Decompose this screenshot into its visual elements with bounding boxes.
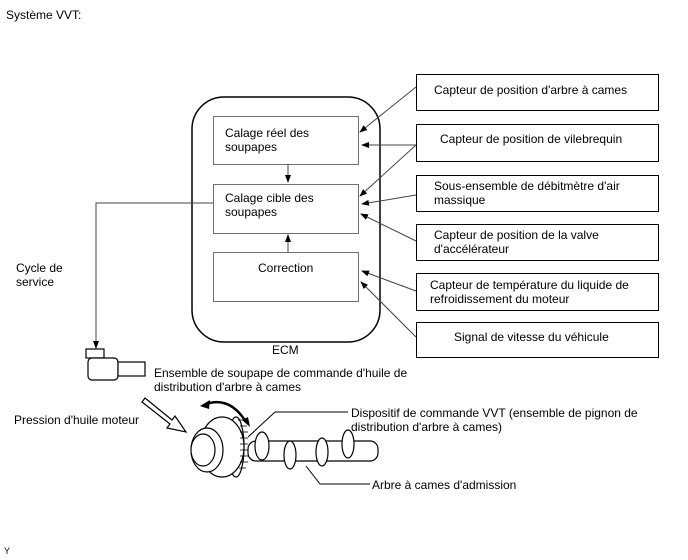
leader-intake-camshaft bbox=[305, 465, 370, 485]
footer-mark: Y bbox=[4, 546, 11, 556]
arrow-cam-sensor bbox=[359, 86, 417, 133]
ocv-icon bbox=[85, 348, 146, 381]
actual-timing-block: Calage réel des soupapes bbox=[213, 116, 359, 165]
sensor-label: Capteur de position de vilebrequin bbox=[440, 132, 623, 146]
sensor-camshaft-position: Capteur de position d'arbre à cames bbox=[416, 74, 659, 111]
correction-label: Correction bbox=[258, 261, 314, 275]
rotation-arrow-icon bbox=[205, 400, 248, 423]
diagram-title: Système VVT: bbox=[6, 8, 82, 22]
target-timing-label: Calage cible des soupapes bbox=[225, 191, 314, 219]
arrow-throttle-sensor bbox=[360, 213, 417, 242]
correction-block: Correction bbox=[213, 252, 359, 302]
sensor-coolant-temperature: Capteur de température du liquide de ref… bbox=[416, 273, 659, 311]
vvt-controller-label: Dispositif de commande VVT (ensemble de … bbox=[351, 406, 638, 434]
sensor-label: Capteur de température du liquide de ref… bbox=[430, 278, 629, 306]
ecm-label: ECM bbox=[272, 343, 299, 357]
arrow-maf-sensor bbox=[361, 194, 417, 206]
ocv-label: Ensemble de soupape de commande d'huile … bbox=[154, 366, 408, 394]
duty-cycle-label: Cycle de service bbox=[16, 261, 63, 289]
sensor-vehicle-speed: Signal de vitesse du véhicule bbox=[416, 322, 659, 358]
sensor-crankshaft-position: Capteur de position de vilebrequin bbox=[416, 124, 659, 162]
camshaft-drawing-icon bbox=[190, 416, 379, 478]
ecm-outline bbox=[191, 96, 381, 343]
arrow-speed-signal bbox=[360, 281, 417, 338]
leader-vvt-controller bbox=[247, 411, 348, 438]
duty-cycle-line bbox=[93, 202, 214, 349]
oil-pressure-label: Pression d'huile moteur bbox=[14, 413, 140, 427]
sensor-mass-air-flow: Sous-ensemble de débitmètre d'air massiq… bbox=[416, 175, 659, 212]
actual-timing-label: Calage réel des soupapes bbox=[225, 126, 310, 154]
arrow-coolant-sensor bbox=[361, 270, 417, 292]
target-timing-block: Calage cible des soupapes bbox=[213, 184, 359, 234]
sensor-label: Sous-ensemble de débitmètre d'air massiq… bbox=[434, 179, 620, 207]
sensor-label: Capteur de position d'arbre à cames bbox=[434, 83, 628, 97]
oil-pressure-arrow-icon bbox=[141, 397, 188, 433]
sensor-label: Signal de vitesse du véhicule bbox=[454, 330, 609, 344]
intake-camshaft-label: Arbre à cames d'admission bbox=[372, 478, 517, 492]
sensor-throttle-position: Capteur de position de la valve d'accélé… bbox=[416, 224, 659, 261]
sensor-label: Capteur de position de la valve d'accélé… bbox=[434, 228, 599, 256]
gear-teeth-icon bbox=[238, 419, 248, 469]
arrow-crank-sensor-target bbox=[359, 144, 417, 197]
